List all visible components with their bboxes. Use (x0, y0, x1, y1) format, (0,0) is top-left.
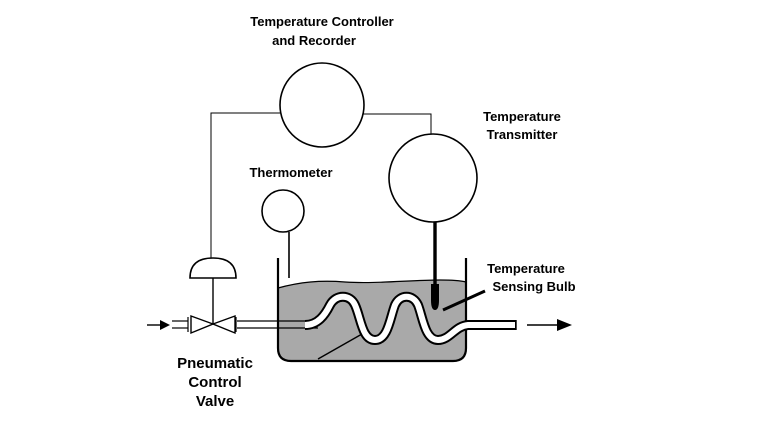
transmitter-label-line2: Transmitter (487, 127, 558, 142)
valve-label-line2: Control (188, 374, 241, 391)
heating-coil (304, 293, 515, 343)
tank (276, 258, 468, 363)
transmitter-label-line1: Temperature (483, 109, 561, 124)
temperature-sensing-bulb (431, 284, 439, 310)
controller-to-valve-signal-line (210, 112, 281, 258)
controller-label-line1: Temperature Controller (250, 14, 394, 29)
coil-leader-line (317, 333, 363, 360)
controller-to-transmitter-signal-line (363, 113, 432, 142)
valve-label-line1: Pneumatic (177, 355, 253, 372)
valve-body-left (190, 315, 215, 335)
valve-actuator-diaphragm (189, 257, 237, 279)
controller-label-line2: and Recorder (272, 33, 356, 48)
sensing-bulb-label-line2: Sensing Bulb (492, 279, 575, 294)
sensing-bulb-label-line1: Temperature (487, 261, 565, 276)
valve-body-right (211, 315, 236, 335)
temperature-controller-recorder (279, 62, 365, 148)
valve-label-line3: Valve (196, 393, 234, 410)
sensing-bulb-leader-line (442, 289, 486, 312)
temperature-transmitter (388, 133, 478, 223)
inlet-flow-arrow-icon (160, 320, 170, 330)
liquid-surface-line (277, 279, 467, 289)
thermometer-dial (261, 189, 305, 233)
thermometer-label: Thermometer (249, 165, 332, 180)
outlet-flow-arrow-icon (557, 319, 572, 331)
